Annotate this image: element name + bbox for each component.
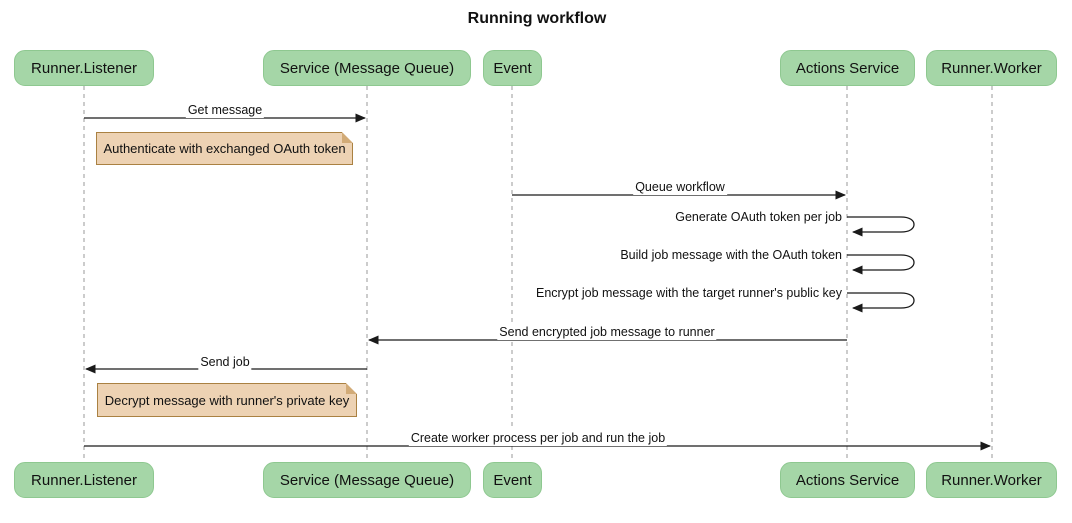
participant-actions-service-top: Actions Service	[780, 50, 915, 86]
note-authenticate-oauth: Authenticate with exchanged OAuth token	[96, 132, 353, 165]
note-text: Decrypt message with runner's private ke…	[104, 392, 350, 408]
participant-event-bottom: Event	[483, 462, 542, 498]
self-loop-generate-oauth-token	[847, 216, 915, 237]
message-label-send-encrypted-job: Send encrypted job message to runner	[497, 324, 717, 340]
participant-runner-listener-top: Runner.Listener	[14, 50, 154, 86]
participant-runner-worker-top: Runner.Worker	[926, 50, 1057, 86]
self-loop-encrypt-job-message	[847, 292, 915, 313]
participant-service-message-queue-bottom: Service (Message Queue)	[263, 462, 471, 498]
message-label-create-worker-process: Create worker process per job and run th…	[408, 430, 668, 446]
participant-runner-worker-bottom: Runner.Worker	[926, 462, 1057, 498]
message-label-generate-oauth-token: Generate OAuth token per job	[673, 209, 844, 225]
message-label-queue-workflow: Queue workflow	[633, 179, 727, 195]
message-label-get-message: Get message	[185, 102, 265, 118]
message-label-build-job-message: Build job message with the OAuth token	[618, 247, 844, 263]
participant-actions-service-bottom: Actions Service	[780, 462, 915, 498]
self-loop-build-job-message	[847, 254, 915, 275]
message-label-encrypt-job-message: Encrypt job message with the target runn…	[533, 285, 844, 301]
participant-event-top: Event	[483, 50, 542, 86]
message-label-send-job: Send job	[198, 354, 252, 370]
participant-runner-listener-bottom: Runner.Listener	[14, 462, 154, 498]
note-decrypt-message: Decrypt message with runner's private ke…	[97, 383, 357, 417]
note-text: Authenticate with exchanged OAuth token	[103, 141, 346, 156]
diagram-title: Running workflow	[467, 10, 607, 27]
participant-service-message-queue-top: Service (Message Queue)	[263, 50, 471, 86]
